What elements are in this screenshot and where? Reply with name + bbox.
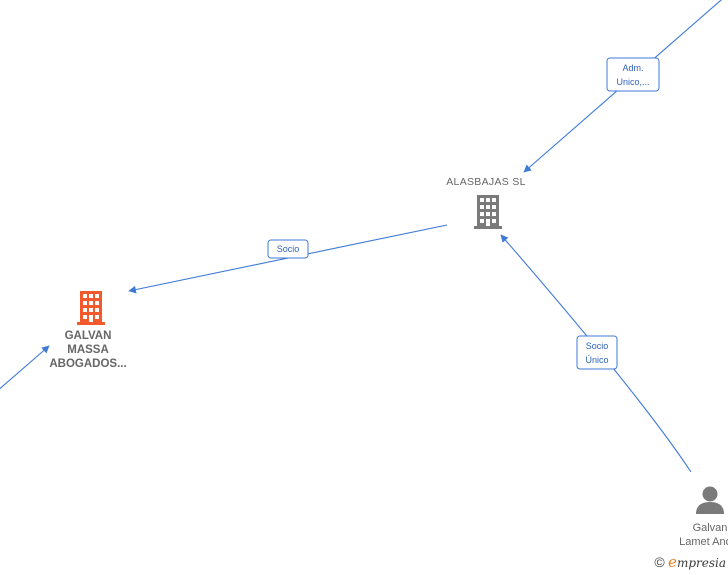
- node-label-line: MASSA: [67, 344, 109, 356]
- edge-incoming-left: [0, 345, 50, 390]
- edge-socio-unico: [500, 234, 692, 473]
- node-label-line: Galvan: [692, 522, 728, 534]
- node-label-galvan-massa[interactable]: GALVAN MASSA ABOGADOS...: [38, 329, 138, 371]
- edge-label-adm-unico[interactable]: Adm. Unico,...: [606, 57, 660, 92]
- copyright-symbol: ©: [654, 554, 665, 570]
- node-label-line: Lamet And...: [679, 536, 728, 548]
- building-icon[interactable]: [474, 195, 502, 229]
- node-label-line: ABOGADOS...: [49, 358, 127, 370]
- brand-name: mpresia: [676, 556, 726, 570]
- building-icon[interactable]: [77, 291, 105, 325]
- person-icon[interactable]: [696, 486, 724, 515]
- node-label-line: GALVAN: [64, 330, 112, 342]
- edge-label-socio-unico-line1: Socio: [586, 341, 609, 351]
- node-label-alasbajas[interactable]: ALASBAJAS SL: [446, 176, 526, 188]
- empresia-logo[interactable]: © empresia: [654, 553, 726, 571]
- edge-label-adm-line1: Adm.: [622, 63, 643, 73]
- edge-label-socio-text: Socio: [277, 244, 300, 254]
- brand-e: e: [668, 553, 677, 571]
- edge-label-adm-line2: Unico,...: [616, 77, 649, 87]
- edge-label-socio[interactable]: Socio: [267, 239, 309, 259]
- edge-label-socio-unico-line2: Único: [585, 355, 608, 365]
- edge-label-socio-unico[interactable]: Socio Único: [576, 335, 618, 370]
- node-label-galvan-person[interactable]: Galvan Lamet And...: [660, 521, 728, 555]
